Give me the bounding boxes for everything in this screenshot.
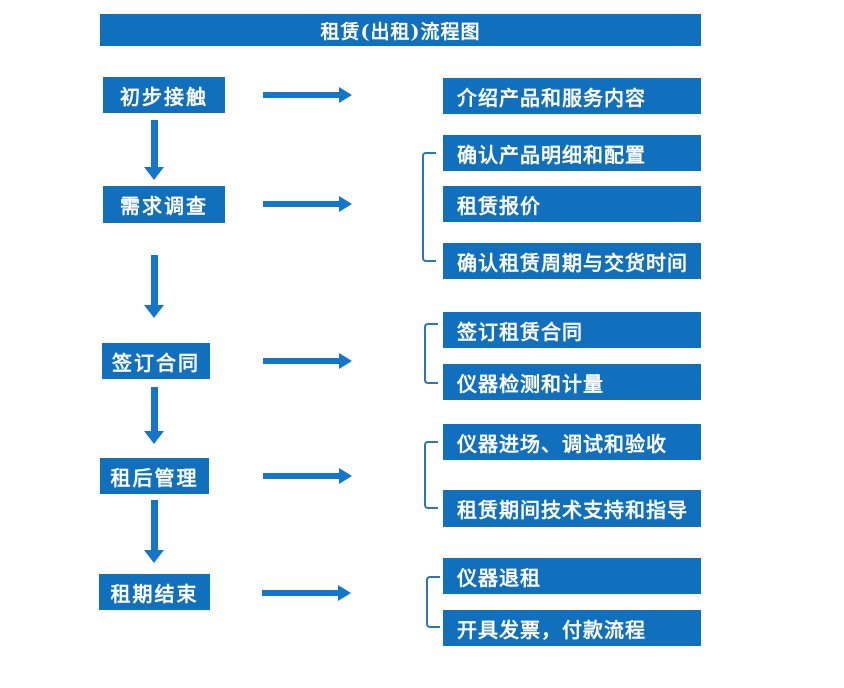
detail-box-technical-support: 租赁期间技术支持和指导 [443, 490, 701, 527]
down-arrow-1 [144, 120, 164, 180]
group-bracket-post-rental [424, 441, 438, 509]
down-arrow-2 [144, 255, 164, 318]
arrow-shaft [151, 500, 158, 551]
down-arrow-3 [144, 387, 164, 444]
arrow-head-icon [144, 431, 164, 444]
arrow-shaft [262, 590, 339, 596]
detail-box-sign-rental-contract: 签订租赁合同 [443, 312, 701, 348]
detail-box-confirm-rental-period: 确认租赁周期与交货时间 [443, 243, 701, 279]
group-bracket-demand-survey [422, 152, 436, 262]
arrow-head-icon [144, 167, 164, 180]
detail-box-rental-quote: 租赁报价 [443, 186, 701, 222]
right-arrow-rental-period-end [262, 585, 351, 601]
arrow-shaft [263, 358, 340, 364]
arrow-head-icon [144, 550, 164, 563]
detail-box-instrument-setup-acceptance: 仪器进场、调试和验收 [443, 424, 701, 460]
right-arrow-post-rental-management [263, 468, 352, 484]
right-arrow-initial-contact [263, 87, 352, 103]
arrow-shaft [263, 201, 340, 207]
arrow-head-icon [339, 196, 352, 212]
step-box-rental-period-end: 租期结束 [99, 574, 210, 610]
detail-box-confirm-product-details: 确认产品明细和配置 [443, 135, 701, 171]
right-arrow-demand-survey [263, 196, 352, 212]
group-bracket-rental-end [426, 576, 440, 628]
group-bracket-sign-contract [424, 323, 438, 384]
arrow-head-icon [339, 468, 352, 484]
arrow-head-icon [339, 87, 352, 103]
flowchart-title: 租赁(出租)流程图 [100, 14, 701, 46]
arrow-shaft [151, 255, 158, 306]
detail-box-instrument-return: 仪器退租 [443, 558, 701, 594]
detail-box-invoice-payment: 开具发票，付款流程 [443, 610, 701, 646]
right-arrow-sign-contract [263, 353, 352, 369]
step-box-sign-contract: 签订合同 [102, 343, 210, 379]
arrow-shaft [151, 120, 158, 168]
detail-box-introduce-products: 介绍产品和服务内容 [443, 78, 701, 114]
down-arrow-4 [144, 500, 164, 563]
arrow-head-icon [144, 305, 164, 318]
step-box-demand-survey: 需求调查 [103, 186, 225, 223]
step-box-initial-contact: 初步接触 [103, 77, 225, 113]
step-box-post-rental-management: 租后管理 [100, 458, 209, 494]
arrow-head-icon [339, 353, 352, 369]
arrow-shaft [263, 92, 340, 98]
arrow-head-icon [338, 585, 351, 601]
arrow-shaft [151, 387, 158, 432]
detail-box-instrument-inspection: 仪器检测和计量 [443, 364, 701, 400]
arrow-shaft [263, 473, 340, 479]
